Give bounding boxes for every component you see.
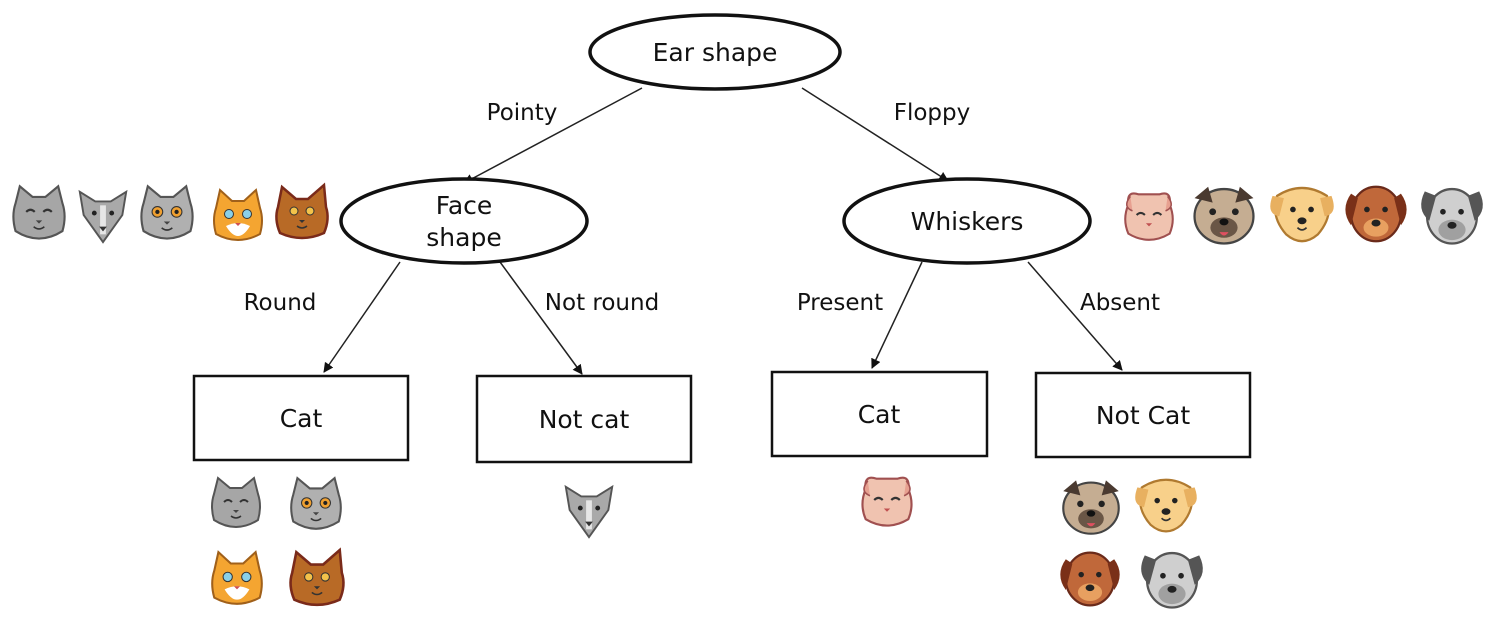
edge-label-absent: Absent [1080,290,1160,316]
leaf-not-cat-not-round: Not cat [475,374,693,464]
leaf-not-cat-absent-label: Not Cat [1096,401,1191,430]
pug-dog-icon [1193,185,1255,245]
brown-cat-icon [289,548,345,607]
pink-floppy-ear-cat-icon [861,476,913,527]
pink-floppy-ear-cat-icon [1124,192,1174,241]
leaf-not-cat-not-round-label: Not cat [539,405,630,434]
grey-dog-icon [1419,187,1485,245]
edge-absent-arrow [1027,261,1123,371]
edge-label-not-round: Not round [545,290,659,316]
node-ear-shape-label: Ear shape [653,38,778,67]
node-face-shape-label-line2: shape [426,223,501,252]
edge-pointy-arrow [463,87,643,184]
edge-not-round-arrow [499,261,583,375]
orange-white-cat-icon [212,188,264,242]
edge-label-round: Round [244,290,317,316]
yellow-dog-icon [1269,186,1335,243]
node-whiskers-label: Whiskers [911,207,1024,236]
leaf-cat-present: Cat [770,370,989,458]
edge-round-arrow [323,261,401,373]
pug-dog-icon [1062,479,1120,535]
edge-label-floppy: Floppy [894,100,971,126]
edge-present-arrow [871,261,923,369]
edge-label-pointy: Pointy [487,100,558,126]
grey-cat-orange-eyes-icon [290,477,342,530]
edge-floppy-arrow [801,87,949,182]
brown-dog-icon [1059,551,1121,607]
grey-dog-icon [1139,551,1205,609]
node-face-shape: Face shape [339,177,589,265]
leaf-not-cat-absent: Not Cat [1034,371,1252,459]
node-ear-shape: Ear shape [588,13,842,91]
yellow-dog-icon [1133,478,1199,533]
grey-cat-smiling-icon [210,476,262,529]
orange-white-cat-icon [211,551,263,605]
leaf-cat-round-label: Cat [280,404,323,433]
leaf-cat-present-label: Cat [858,400,901,429]
brown-dog-icon [1344,185,1408,243]
grey-cat-smiling-icon [12,185,66,240]
grey-wolf-cat-icon [566,487,612,537]
grey-cat-orange-eyes-icon [140,185,194,240]
node-whiskers: Whiskers [842,177,1092,265]
grey-wolf-cat-icon [80,192,126,242]
brown-cat-icon [275,183,329,240]
leaf-cat-round: Cat [192,374,410,462]
node-face-shape-label-line1: Face [436,191,493,220]
edge-label-present: Present [797,290,883,316]
